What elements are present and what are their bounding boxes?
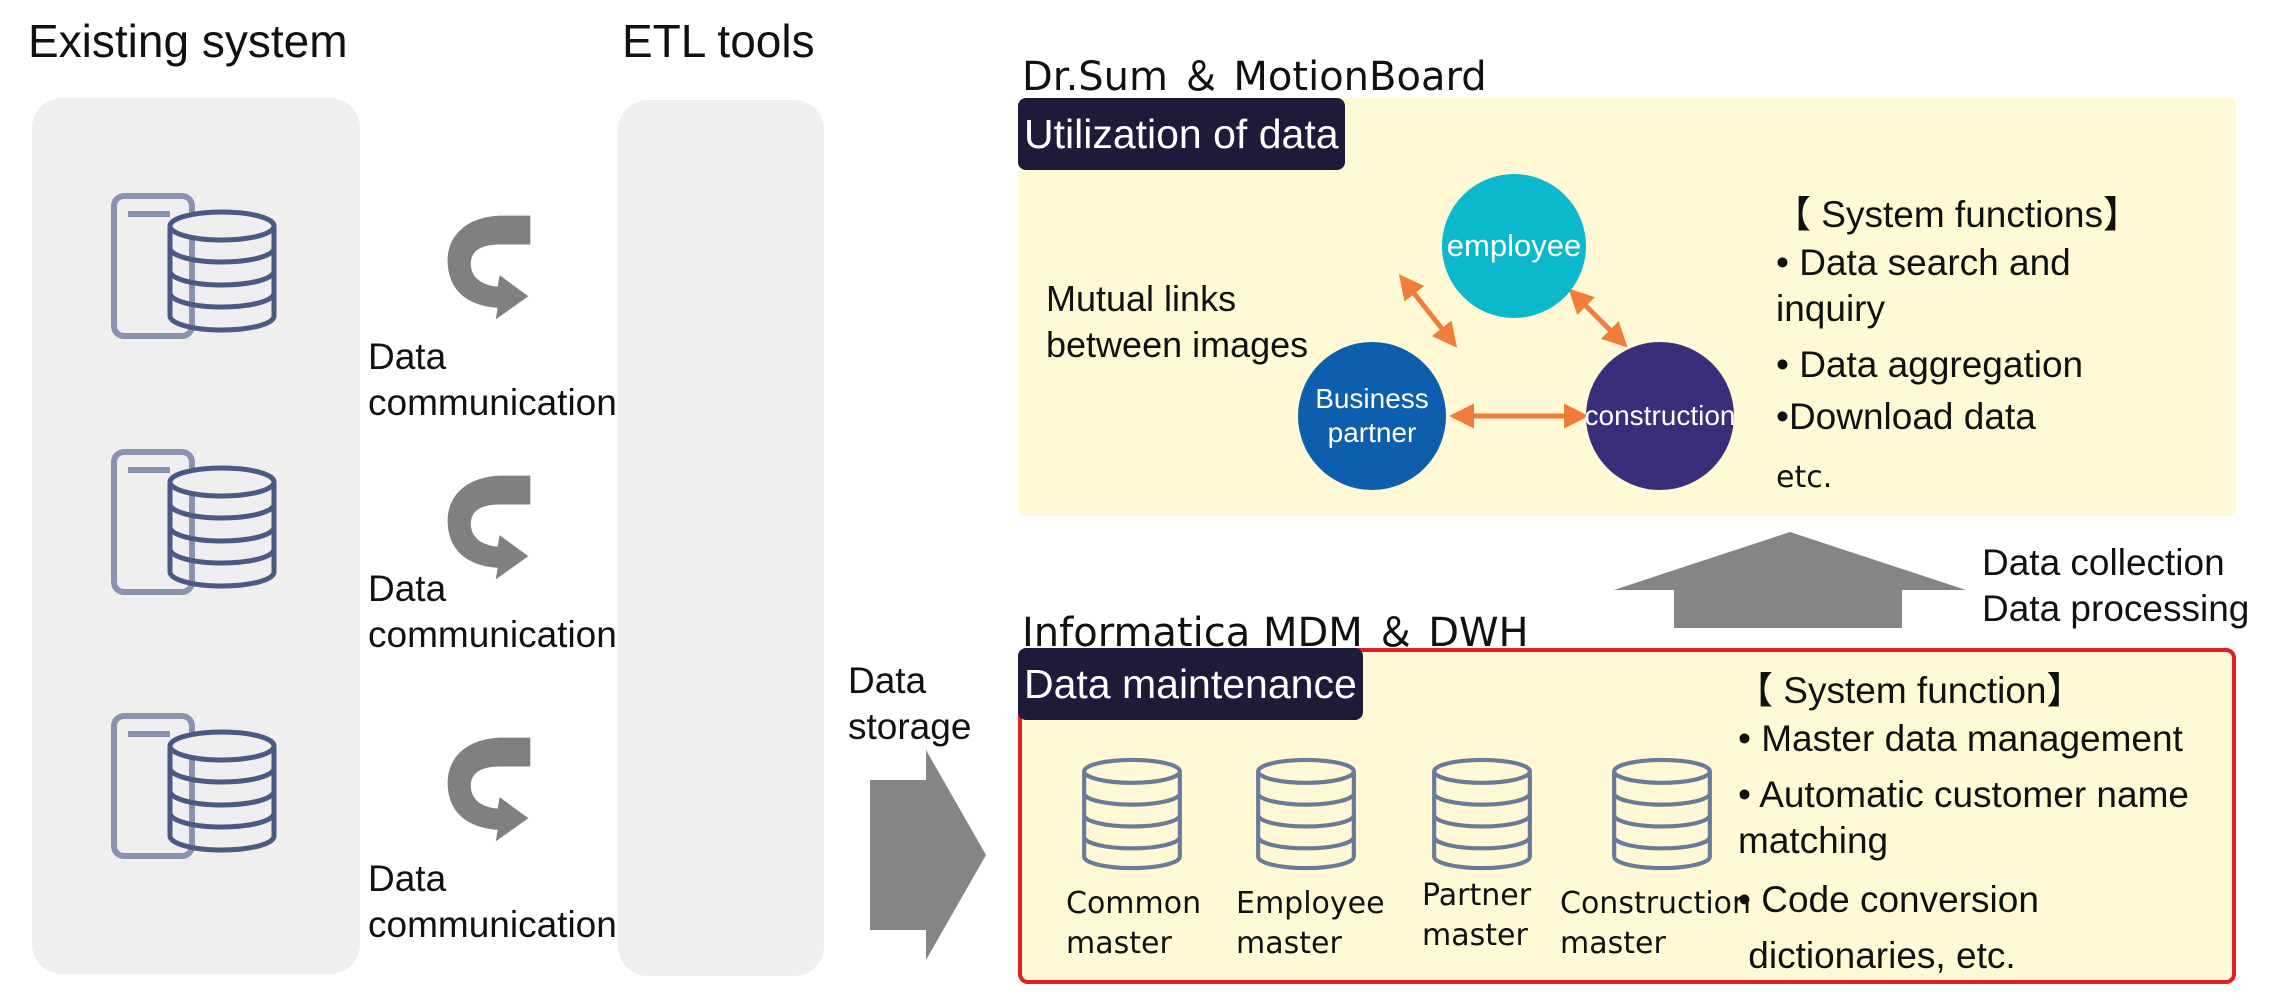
employee-partner-link [1398,274,1458,348]
existing-system-panel [32,98,360,974]
existing-system-title: Existing system [28,15,348,67]
database-icon [1080,756,1184,872]
database-icon [1254,756,1358,872]
data-communication-label: Data communication [368,858,617,945]
function-item: • Data search and inquiry [1776,242,2071,329]
right-arrow-icon [870,750,986,960]
utilization-functions-title: 【 System functions】 [1774,194,2141,235]
employee-construction-link [1568,288,1628,348]
data-collection-label: Data collection Data processing [1982,542,2250,629]
mutual-links-label: Mutual links between images [1046,278,1309,365]
maintenance-functions-title: 【 System function】 [1736,670,2084,711]
common-master-label: Common master [1066,886,1202,961]
drsum-title: Dr.Sum ＆ MotionBoard [1022,54,1487,100]
function-item: • Automatic customer name matching [1738,774,2189,861]
up-arrow-icon [1614,532,1966,628]
construction-circle: construction [1585,342,1735,490]
server-database-icon [110,712,280,862]
etl-tools-title: ETL tools [622,15,815,67]
data-communication-label: Data communication [368,568,617,655]
partner-master-label: Partner master [1422,878,1532,953]
data-storage-label: Data storage [848,660,972,747]
construction-master-label: Construction master [1560,886,1752,961]
function-item: • Code conversion dictionaries, etc. [1738,879,2039,976]
curved-arrow-icon [442,210,538,324]
function-item: • Data aggregation [1776,344,2084,385]
server-database-icon [110,448,280,598]
link-arrows [1398,274,1628,429]
utilization-tag: Utilization of data [1018,98,1345,170]
curved-arrow-icon [442,732,538,846]
database-icon [1430,756,1534,872]
employee-master-label: Employee master [1236,886,1385,961]
maintenance-tag: Data maintenance [1018,648,1363,720]
employee-circle: employee [1442,174,1586,318]
data-communication-label: Data communication [368,336,617,423]
business-partner-circle: Business partner [1298,342,1446,490]
function-item: • Master data management [1738,718,2183,759]
etl-tools-panel [618,100,824,976]
database-icon [1610,756,1714,872]
function-item: •Download data [1776,396,2036,437]
server-database-icon [110,192,280,342]
function-item: etc. [1776,460,1833,495]
